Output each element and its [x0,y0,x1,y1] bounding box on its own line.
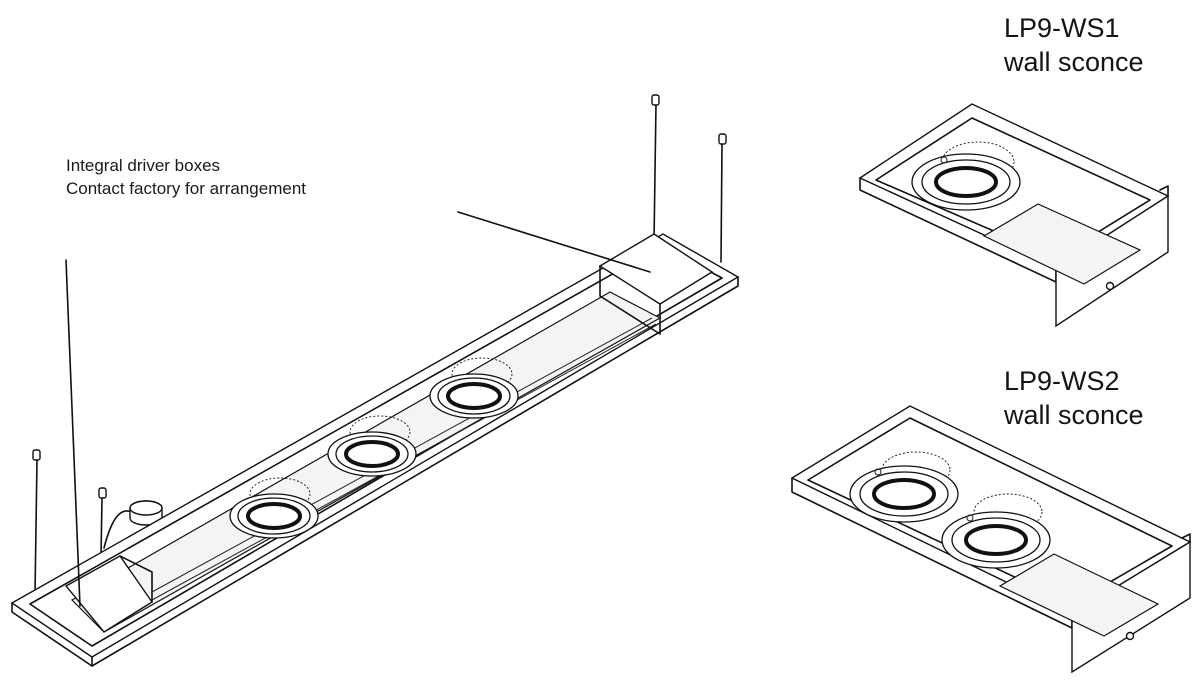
suspension-cables [32,94,727,595]
callout-leader-lines [65,211,651,607]
driver-box-right [598,233,714,305]
lamp-module-1 [229,477,319,539]
driver-box-callout: Integral driver boxes Contact factory fo… [66,154,306,200]
callout-line-2: Contact factory for arrangement [66,179,307,198]
wall-sconce-ws1 [858,103,1170,328]
power-canopy [103,500,163,549]
ws2-type: wall sconce [1004,400,1144,430]
lamp-module-3 [429,357,519,419]
lamp-module-2 [327,415,417,477]
ws1-model: LP9-WS1 [1004,13,1120,43]
ws1-label: LP9-WS1 wall sconce [1004,11,1144,79]
ws1-type: wall sconce [1004,47,1144,77]
ws2-model: LP9-WS2 [1004,366,1120,396]
linear-pendant-fixture [10,94,740,667]
ws2-label: LP9-WS2 wall sconce [1004,364,1144,432]
wall-sconce-ws2 [790,405,1192,674]
callout-line-1: Integral driver boxes [66,156,221,175]
